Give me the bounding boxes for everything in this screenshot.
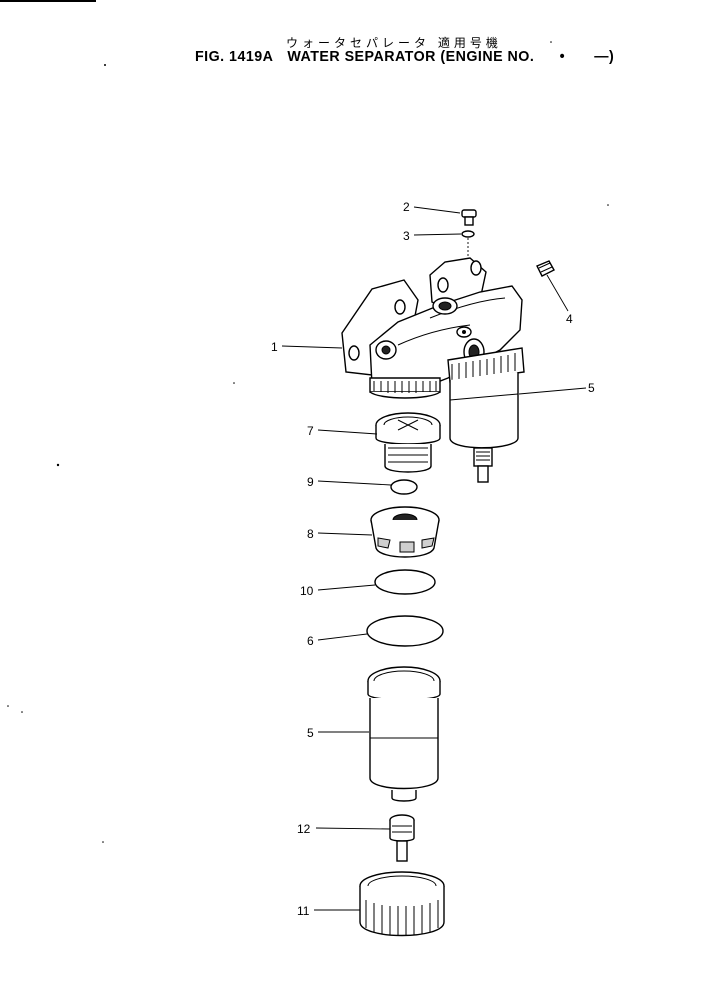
part-11-retaining-nut: [359, 871, 445, 937]
japanese-title: ウォータセパレータ 適用号機: [286, 36, 502, 50]
callout-2: 2: [403, 200, 410, 214]
callout-3: 3: [403, 229, 410, 243]
callout-7: 7: [307, 424, 314, 438]
part-9-o-ring: [390, 479, 418, 495]
callout-11: 11: [297, 904, 310, 918]
part-5-bowl: [367, 666, 441, 802]
callout-9: 9: [307, 475, 314, 489]
part-12-drain-plug: [389, 814, 415, 862]
leader-lines: [281, 206, 587, 911]
figure-number: FIG. 1419A: [195, 48, 274, 65]
callout-10: 10: [300, 584, 314, 598]
part-6-large-o-ring: [366, 615, 444, 647]
engine-no-dot: •: [559, 48, 566, 65]
callout-5-upper: 5: [588, 381, 595, 395]
top-border-line: [0, 0, 96, 2]
part-4-plug: [536, 260, 555, 277]
figure-title-text: WATER SEPARATOR (ENGINE NO.: [287, 48, 535, 65]
callout-8: 8: [307, 527, 314, 541]
part-5-bowl-installed: [449, 372, 519, 483]
part-3-washer: [461, 230, 475, 238]
part-10-ring: [374, 569, 436, 595]
part-8-separator-cup: [370, 506, 440, 558]
part-1-filter-head: [341, 257, 525, 399]
callout-12: 12: [297, 822, 311, 836]
scan-specks: [7, 41, 609, 843]
part-2-bleed-plug: [461, 209, 477, 226]
callout-1: 1: [271, 340, 278, 354]
figure-title: FIG. 1419A WATER SEPARATOR (ENGINE NO. •…: [195, 48, 614, 65]
callout-5-lower: 5: [307, 726, 314, 740]
engine-no-range-end: —): [594, 48, 615, 65]
callout-4: 4: [566, 312, 573, 326]
callout-6: 6: [307, 634, 314, 648]
part-7-element: [375, 412, 441, 473]
